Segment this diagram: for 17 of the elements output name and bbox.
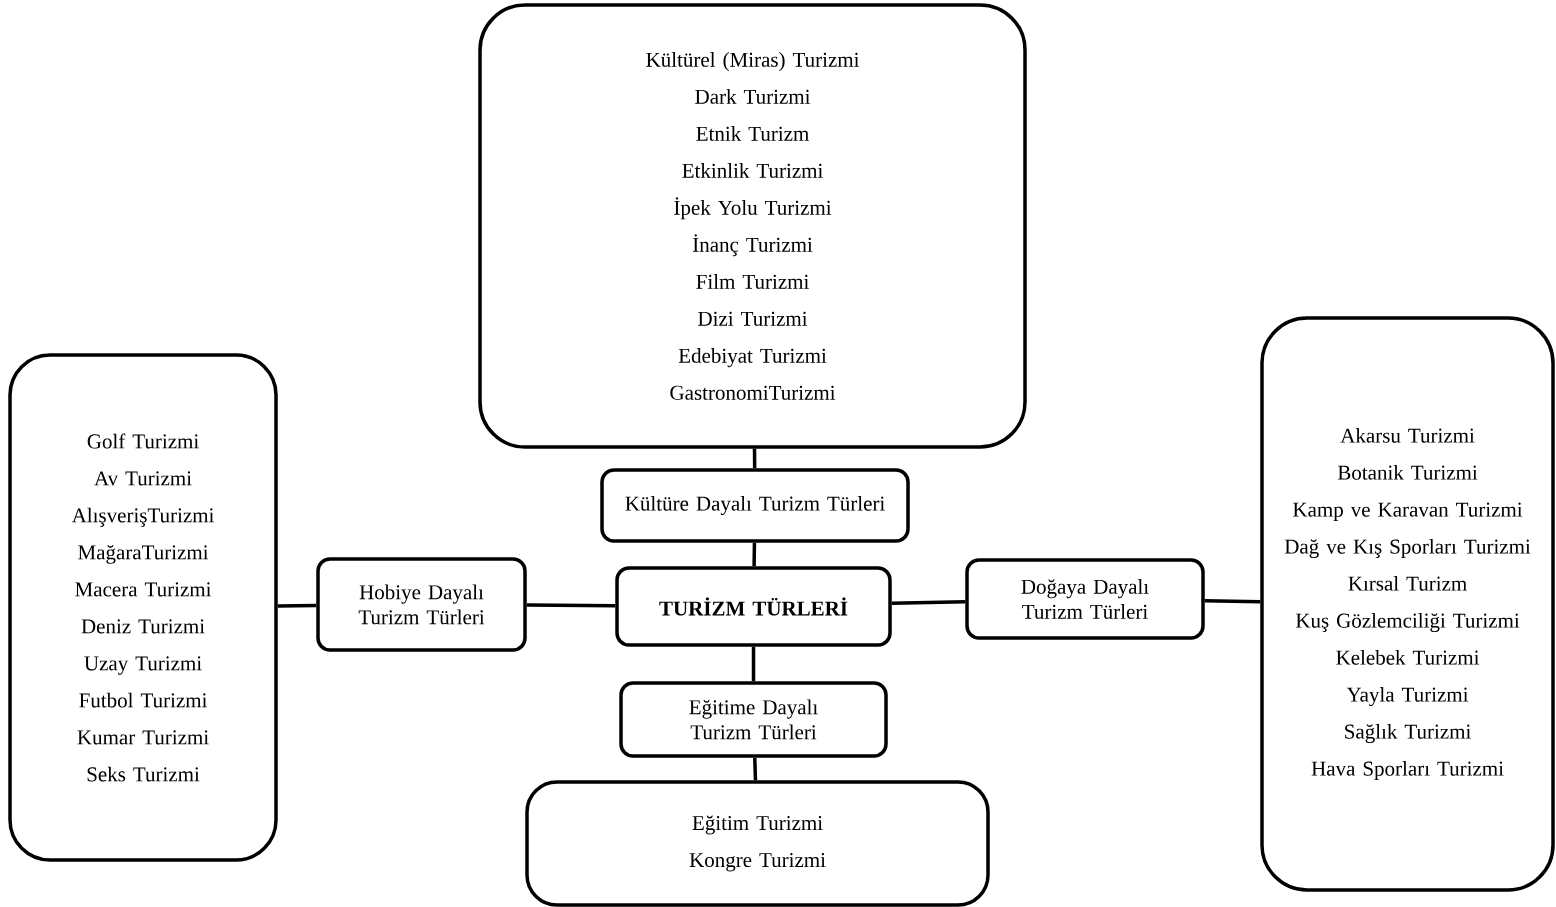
connector-line xyxy=(526,603,616,608)
connector-line xyxy=(751,646,756,682)
list-box: Golf Turizmi Av Turizmi AlışverişTurizmi MağaraTurizmi Macera Turizmi Deniz Turizmi Uzay Turizmi Futbol Turizmi Kumar Turizmi Seks Turizmi xyxy=(8,353,278,862)
connector-line xyxy=(277,603,317,608)
connector-line xyxy=(891,599,966,606)
connector-line xyxy=(753,757,758,781)
connector-line xyxy=(752,542,757,567)
list-box: Eğitim Turizmi Kongre Turizmi xyxy=(525,780,990,907)
category-box: Doğaya Dayalı Turizm Türleri xyxy=(965,558,1205,640)
list-box: Kültürel (Miras) Turizmi Dark Turizmi Etnik Turizm Etkinlik Turizmi İpek Yolu Turizmi İnanç Turizmi Film Turizmi Dizi Turizmi Edebiyat Turizmi GastronomiTurizmi xyxy=(478,3,1027,449)
category-box: Hobiye Dayalı Turizm Türleri xyxy=(316,557,527,652)
central-box: TURİZM TÜRLERİ xyxy=(615,566,892,647)
category-box: Kültüre Dayalı Turizm Türleri xyxy=(600,468,910,543)
connector-line xyxy=(1204,599,1261,604)
category-box: Eğitime Dayalı Turizm Türleri xyxy=(619,681,888,758)
connector-line xyxy=(752,448,757,469)
list-box: Akarsu Turizmi Botanik Turizmi Kamp ve Karavan Turizmi Dağ ve Kış Sporları Turizmi Kırsal Turizm Kuş Gözlemciliği Turizmi Kelebek Turizmi Yayla Turizmi Sağlık Turizmi Hava Sporları Turizmi xyxy=(1260,316,1555,892)
